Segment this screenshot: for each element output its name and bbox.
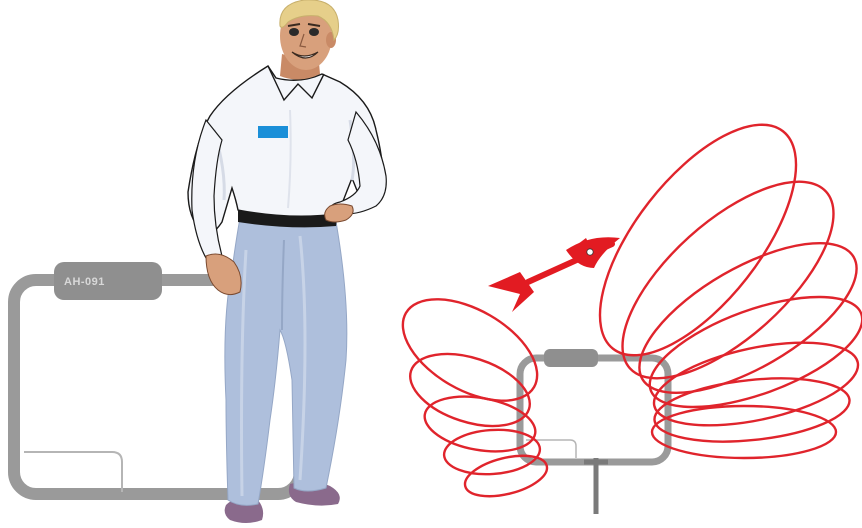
right-antenna-housing [544,349,598,367]
man-figure [188,0,386,523]
hand-on-hip [325,204,353,222]
radiation-pattern-right [564,93,862,458]
left-antenna-label: AH-091 [64,276,105,288]
right-loop-antenna [520,349,668,514]
radiation-pattern-left [386,278,554,503]
name-badge [258,126,288,138]
right-antenna-frame [520,358,668,462]
left-antenna-inner-element [24,452,122,492]
